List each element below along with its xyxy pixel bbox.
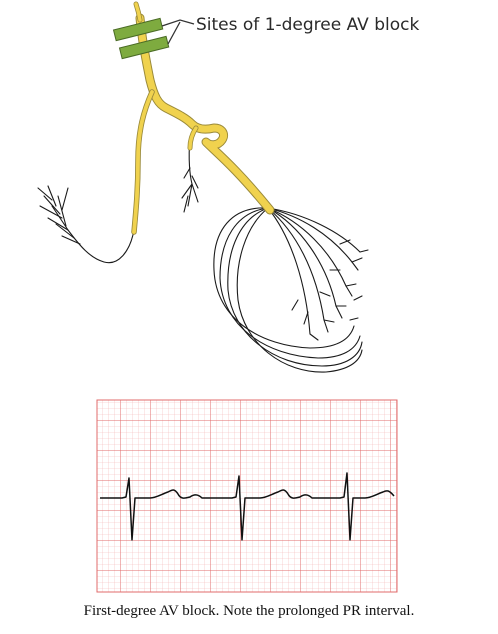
his-bundle — [131, 1, 275, 235]
ecg-grid — [96, 399, 398, 593]
block-marker-upper — [112, 17, 164, 42]
block-site-label: Sites of 1-degree AV block — [196, 15, 419, 35]
ecg-trace — [100, 472, 395, 541]
conduction-system-diagram: Sites of 1-degree AV block — [37, 1, 419, 373]
ecg-strip — [96, 399, 398, 593]
block-marker-lower — [118, 35, 170, 60]
label-pointer — [161, 19, 195, 45]
figure-caption: First-degree AV block. Note the prolonge… — [83, 603, 415, 619]
purkinje-fibers — [37, 137, 369, 373]
